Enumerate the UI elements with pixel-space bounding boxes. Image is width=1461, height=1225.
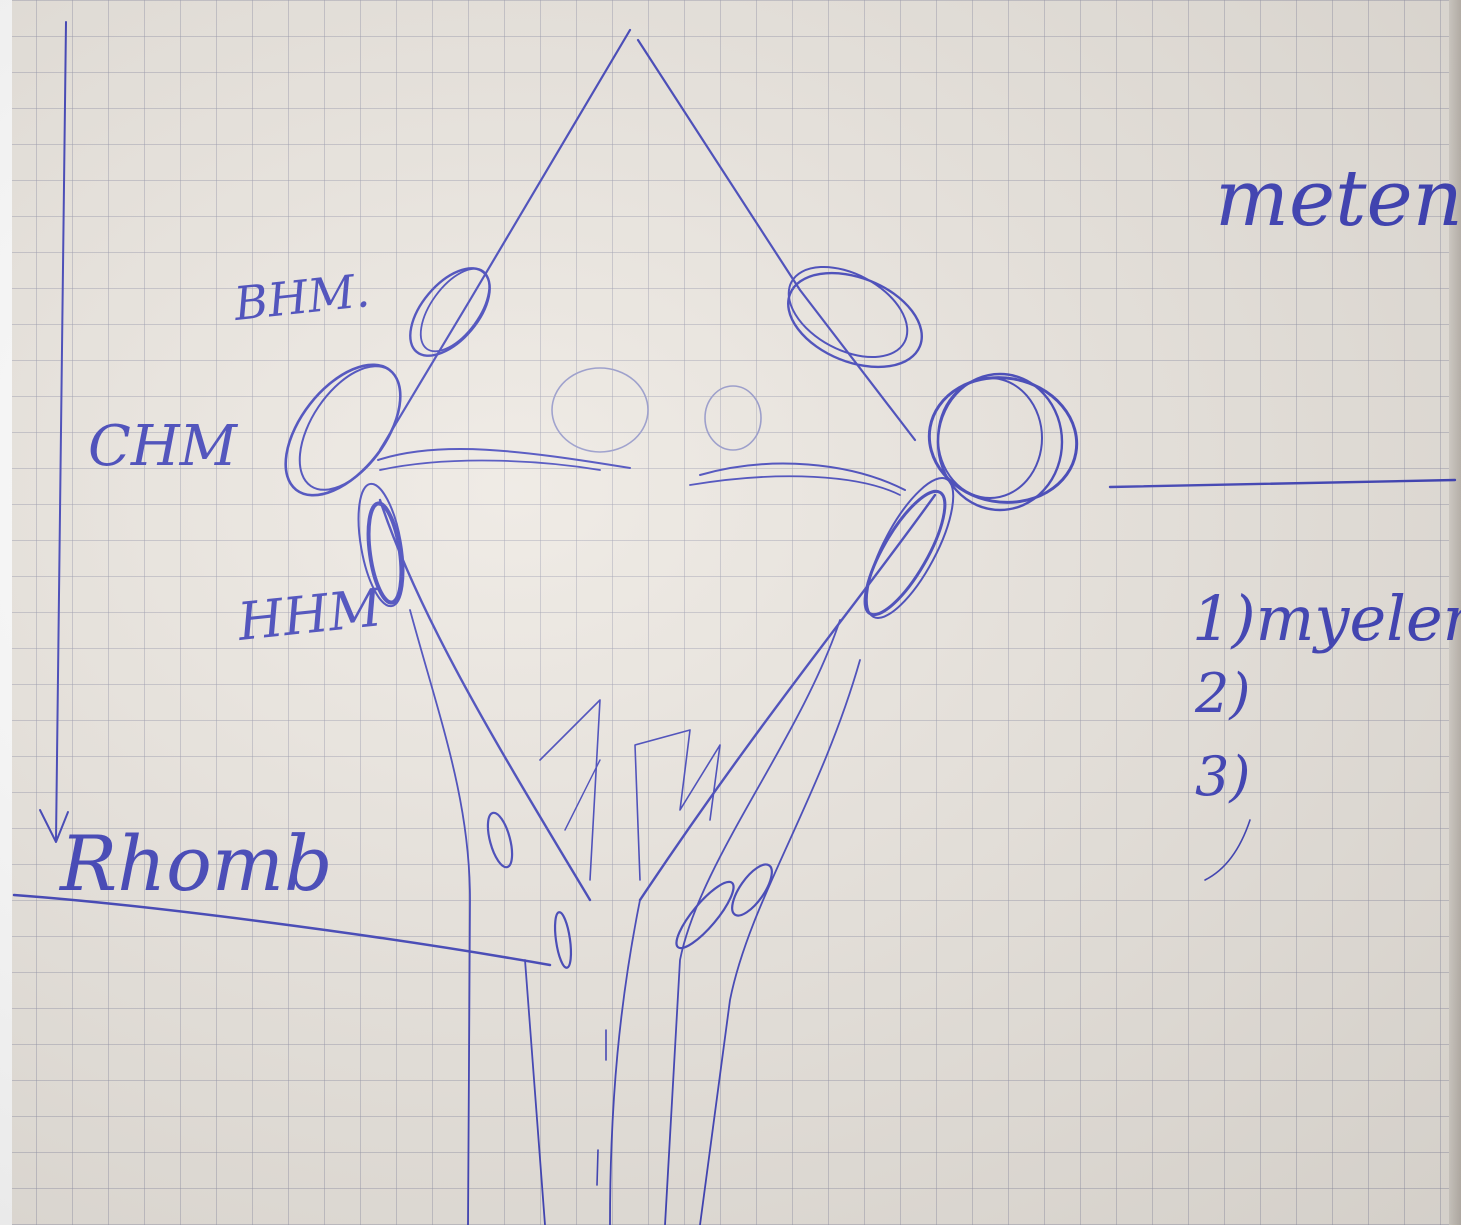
faint-circle-left bbox=[552, 368, 648, 452]
peduncle-upper-right bbox=[774, 248, 936, 385]
cord-line-2 bbox=[525, 960, 545, 1225]
cord-oval-2 bbox=[552, 911, 574, 968]
peduncle-middle-left bbox=[263, 344, 423, 515]
faint-circle-right bbox=[705, 386, 761, 450]
stria-left-2 bbox=[380, 461, 600, 470]
label-top-right: meten bbox=[1215, 154, 1461, 244]
cord-line-5 bbox=[700, 660, 860, 1225]
zigzag-2 bbox=[635, 730, 720, 880]
cord-oval-1 bbox=[483, 810, 517, 869]
list-item-2: 2) bbox=[1194, 662, 1250, 725]
list-bracket-tail bbox=[1205, 820, 1250, 880]
label-middle-left: CHM bbox=[88, 414, 239, 479]
diamond-upper-right-edge bbox=[638, 40, 915, 440]
cord-line-1 bbox=[410, 610, 470, 1225]
cord-line-3 bbox=[610, 900, 640, 1225]
cord-dash bbox=[597, 1150, 598, 1185]
vertical-arrow-line bbox=[56, 22, 66, 840]
peduncle-upper-left bbox=[395, 254, 505, 370]
pointer-line-right bbox=[1110, 480, 1455, 487]
diamond-lower-left-edge bbox=[380, 500, 590, 900]
diamond-lower-right-edge bbox=[640, 495, 935, 900]
label-lower-left: HHM bbox=[234, 578, 386, 653]
list-item-3: 3) bbox=[1195, 745, 1250, 808]
label-upper-left: BHM. bbox=[231, 263, 373, 331]
peduncle-middle-right bbox=[919, 366, 1086, 514]
zigzag-1 bbox=[540, 700, 600, 880]
cord-line-4 bbox=[665, 620, 840, 1225]
diamond-upper-left-edge bbox=[380, 30, 630, 450]
stria-right-2 bbox=[690, 476, 900, 495]
peduncle-lower-right bbox=[850, 467, 969, 629]
label-bottom-left: Rhomb bbox=[58, 819, 333, 908]
list-item-1: 1)myelen bbox=[1192, 582, 1461, 655]
